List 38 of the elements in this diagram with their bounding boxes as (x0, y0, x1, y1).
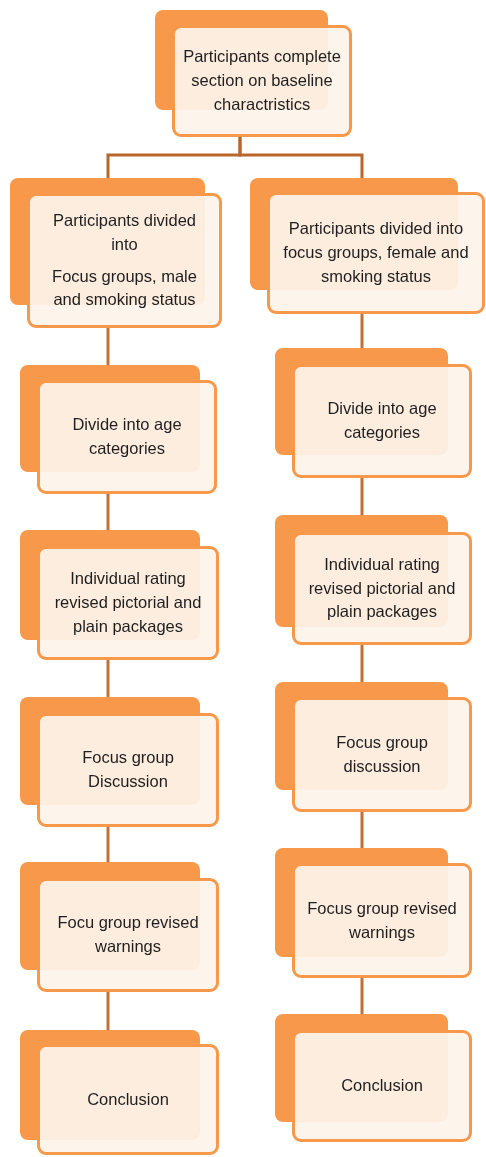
connector-line (106, 992, 110, 1030)
box-text: Conclusion (341, 1075, 423, 1097)
connector-line (106, 328, 110, 365)
process-box (275, 848, 472, 978)
box-text: Divide into age categories (71, 414, 183, 459)
box-text: Individual rating revised pictorial and plain packages (307, 553, 457, 623)
box-text: Participants divided into focus groups, female and smoking status (282, 218, 470, 287)
connector-line (238, 137, 364, 178)
box-text: Participants complete section on baseline charactristics (183, 46, 341, 115)
process-box (20, 697, 219, 827)
box-text: Focus groups, male and smoking status (51, 265, 198, 311)
process-box (20, 862, 219, 992)
process-box (275, 682, 472, 812)
box-text: Focus group Discussion (81, 747, 175, 792)
box-text: Individual rating revised pictorial and plain packages (53, 568, 203, 637)
box-text: Participants divided into (51, 209, 198, 255)
connector-line (360, 645, 364, 682)
connector-line (360, 978, 364, 1014)
connector-line (106, 494, 110, 530)
connector-line (360, 478, 364, 515)
process-box (20, 365, 217, 494)
connector-line (106, 827, 110, 862)
process-box (20, 1030, 219, 1155)
box-text: Focu group revised warnings (56, 912, 200, 957)
process-box (275, 515, 472, 645)
connector-line (106, 660, 110, 697)
process-box (10, 178, 222, 328)
box-text: Focus group discussion (335, 731, 429, 777)
process-box (250, 178, 485, 314)
box-text: Conclusion (87, 1088, 169, 1110)
connector-line (360, 812, 364, 848)
box-text: Focus group revised warnings (306, 897, 458, 943)
process-box (275, 348, 472, 478)
process-box (155, 10, 352, 137)
connector-line (360, 314, 364, 348)
box-text: Divide into age categories (326, 398, 438, 443)
process-box (275, 1014, 472, 1142)
process-box (20, 530, 219, 660)
